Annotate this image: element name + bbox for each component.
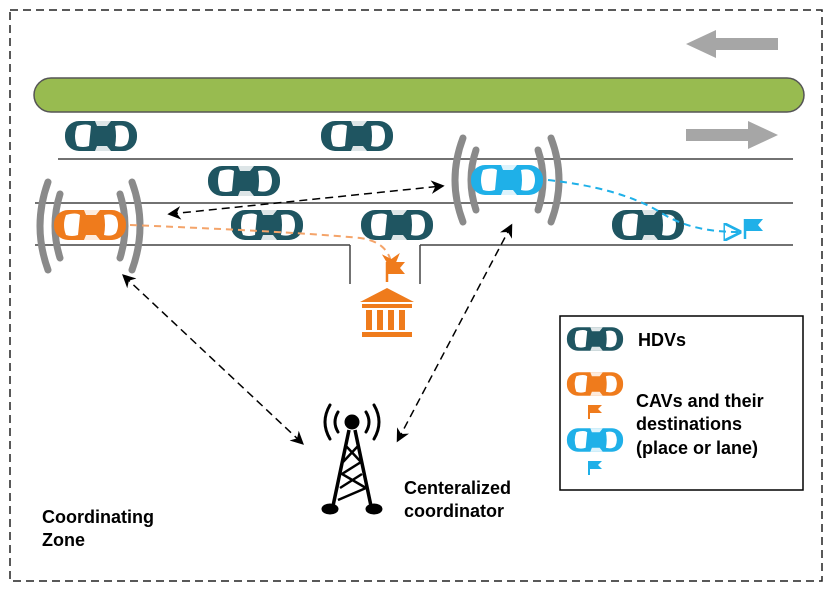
legend-cav-label: CAVs and their destinations (place or la…	[636, 390, 764, 460]
arrow-left-icon	[686, 30, 778, 58]
tower-icon	[321, 403, 383, 515]
legend-cav-line-2: destinations	[636, 414, 743, 435]
cav-orange-path	[129, 224, 400, 272]
legend-cav-line-1: CAVs and their	[636, 391, 764, 411]
arrow-right-icon	[686, 121, 778, 149]
cav-blue-path	[547, 179, 738, 232]
hdv-car-1	[65, 121, 137, 151]
legend-cav-line-3: (place or lane)	[636, 437, 759, 458]
cav-car-blue	[471, 165, 543, 195]
coordinator-label-line-1: Centeralized	[404, 478, 512, 498]
flag-icon	[743, 219, 763, 239]
coordinator-label-line-2: coordinator	[404, 500, 505, 521]
coordinating-zone-label: Coordinating Zone	[42, 506, 154, 551]
legend-hdv-car-icon	[566, 327, 624, 351]
zone-label-line-2: Zone	[42, 529, 85, 550]
hdv-car-3	[208, 166, 280, 196]
coordinator-label: Centeralized coordinator	[404, 477, 511, 522]
zone-label-line-1: Coordinating	[42, 507, 154, 527]
coordinating-zone-border	[9, 9, 823, 582]
flag-icon	[588, 461, 602, 475]
flag-icon	[385, 262, 405, 282]
building-icon	[360, 288, 414, 337]
legend-hdv-label: HDVs	[638, 330, 687, 350]
hdv-car-5	[361, 210, 433, 240]
cav-car-orange	[54, 210, 126, 240]
legend-cav-orange-car-icon	[566, 372, 624, 396]
hdv-car-6	[612, 210, 684, 240]
legend-cav-blue-car-icon	[566, 428, 624, 452]
road-median	[33, 77, 805, 113]
hdv-car-2	[321, 121, 393, 151]
hdv-car-4	[231, 210, 303, 240]
communication-links	[122, 180, 513, 445]
flag-icon	[588, 405, 602, 419]
